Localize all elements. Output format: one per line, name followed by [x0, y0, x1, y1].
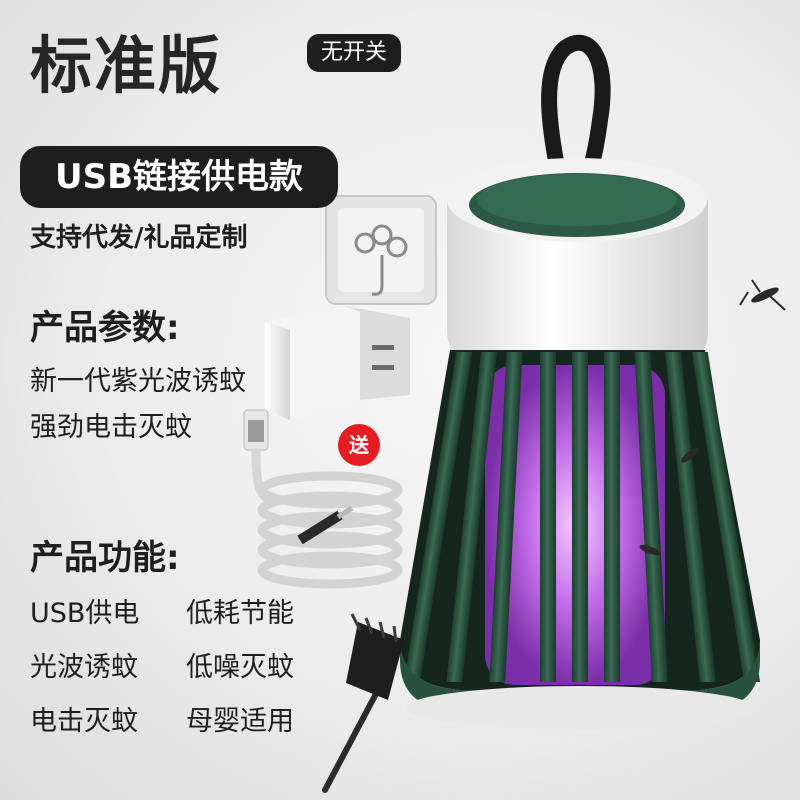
support-text: 支持代发/礼品定制: [30, 223, 248, 253]
page-title: 标准版: [30, 29, 223, 102]
lamp-top-cap: [447, 158, 708, 365]
suction-hook-icon: [325, 195, 437, 305]
param-line-2: 强劲电击灭蚊: [30, 412, 192, 443]
function-item: 母婴适用: [186, 706, 294, 737]
usb-power-tag: USB链接供电款: [20, 146, 338, 208]
function-item: 低耗节能: [186, 598, 294, 629]
function-item: 光波诱蚊: [30, 652, 138, 683]
params-heading: 产品参数:: [30, 308, 180, 348]
lamp-cage-body: [400, 350, 761, 730]
no-switch-badge: 无开关: [307, 34, 402, 72]
cleaning-brush-icon: [322, 613, 404, 793]
gift-badge: 送: [338, 424, 380, 466]
function-item: 低噪灭蚊: [186, 652, 294, 683]
param-line-1: 新一代紫光波诱蚊: [30, 366, 246, 397]
power-adapter-icon: [265, 305, 410, 420]
mosquito-icons: [639, 279, 786, 556]
function-item: USB供电: [30, 598, 140, 629]
functions-heading: 产品功能:: [30, 538, 180, 578]
function-item: 电击灭蚊: [30, 706, 138, 737]
usb-cable-icon: [243, 409, 403, 589]
